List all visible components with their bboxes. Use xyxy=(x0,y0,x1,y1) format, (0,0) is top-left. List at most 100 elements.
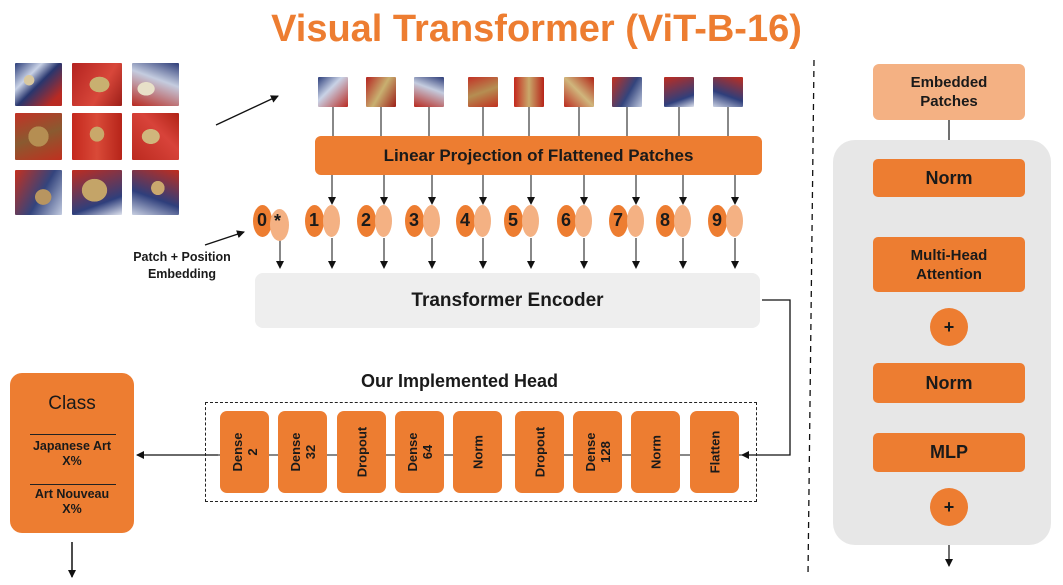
token-oval xyxy=(609,205,628,237)
diagram-title: Visual Transformer (ViT-B-16) xyxy=(271,8,802,50)
head-layer: Dropout xyxy=(515,411,564,493)
token-number: 3 xyxy=(408,210,419,230)
head-layer-line2: 64 xyxy=(419,444,435,460)
head-layer: Norm xyxy=(453,411,502,493)
image-patch xyxy=(15,63,62,106)
class-title: Class xyxy=(48,393,96,414)
token-oval xyxy=(708,205,727,237)
attention-line2: Attention xyxy=(916,265,982,283)
flattened-patch xyxy=(713,77,743,107)
head-layer-line1: Dropout xyxy=(532,426,547,478)
head-layer-label: Flatten xyxy=(707,431,722,474)
position-embedding-oval xyxy=(674,205,691,237)
head-layer-line2: 2 xyxy=(244,448,260,456)
position-embedding-oval xyxy=(323,205,340,237)
head-layer-line1: Dense xyxy=(582,432,598,472)
residual-add-2: + xyxy=(930,488,968,526)
flattened-patch xyxy=(664,77,694,107)
mlp-box: MLP xyxy=(873,433,1025,472)
flattened-patch xyxy=(468,77,498,107)
class-item-name: Japanese Art xyxy=(32,439,112,453)
head-layer-label: Dropout xyxy=(532,427,547,478)
head-layer-line1: Dense xyxy=(287,432,303,472)
flattened-patch xyxy=(612,77,642,107)
transformer-encoder-box: Transformer Encoder xyxy=(255,273,760,328)
position-embedding-oval xyxy=(627,205,644,237)
head-layer-line1: Norm xyxy=(470,435,485,469)
head-layer: Norm xyxy=(631,411,680,493)
multi-head-attention-box: Multi-Head Attention xyxy=(873,237,1025,292)
patch-position-line2: Embedding xyxy=(147,267,217,281)
norm-box-2: Norm xyxy=(873,363,1025,403)
token-oval xyxy=(253,205,272,237)
token-number: 1 xyxy=(308,210,319,230)
image-patch xyxy=(72,170,122,215)
class-token-star: * xyxy=(274,211,282,231)
image-patch xyxy=(132,63,179,106)
attention-line1: Multi-Head xyxy=(910,246,988,264)
image-patch xyxy=(15,113,62,160)
token-number: 0 xyxy=(256,210,267,230)
class-divider xyxy=(30,484,116,485)
embedded-line1: Embedded xyxy=(910,74,988,91)
token-oval xyxy=(656,205,675,237)
embedded-patches-box: Embedded Patches xyxy=(873,64,1025,120)
linear-projection-box: Linear Projection of Flattened Patches xyxy=(315,136,762,175)
head-layer-label: Dropout xyxy=(354,427,369,478)
head-layer-line2: 128 xyxy=(597,441,613,463)
token-number: 5 xyxy=(507,210,518,230)
class-divider xyxy=(30,434,116,435)
token-oval xyxy=(557,205,576,237)
image-patch xyxy=(15,170,62,215)
head-layer: Flatten xyxy=(690,411,739,493)
token-oval xyxy=(504,205,523,237)
position-embedding-oval xyxy=(522,205,539,237)
embedded-line2: Patches xyxy=(920,93,978,110)
position-embedding-oval xyxy=(423,205,440,237)
token-number: 9 xyxy=(711,210,722,230)
flattened-patch xyxy=(366,77,396,107)
token-oval xyxy=(405,205,424,237)
class-item-nouveau: Art Nouveau X% xyxy=(10,487,134,517)
image-patch xyxy=(132,170,179,215)
class-output-box: Class Japanese Art X% Art Nouveau X% xyxy=(10,373,134,533)
class-item-name: Art Nouveau xyxy=(34,487,110,501)
head-layer-line1: Dense xyxy=(229,432,245,472)
class-item-value: X% xyxy=(62,502,82,516)
class-token-marker xyxy=(270,209,289,241)
head-title: Our Implemented Head xyxy=(361,371,559,391)
head-layer-line1: Norm xyxy=(648,435,663,469)
flattened-patch xyxy=(514,77,544,107)
token-number: 2 xyxy=(360,210,371,230)
image-patch xyxy=(132,113,179,160)
class-item-japanese: Japanese Art X% xyxy=(10,439,134,469)
patch-position-line1: Patch + Position xyxy=(133,250,231,264)
norm-box-1: Norm xyxy=(873,159,1025,197)
head-layer: Dropout xyxy=(337,411,386,493)
implemented-head-box xyxy=(205,402,757,502)
patch-position-label: Patch + Position Embedding xyxy=(120,249,244,283)
image-patch xyxy=(72,63,122,106)
head-layer-line2: 32 xyxy=(302,444,318,460)
token-oval xyxy=(456,205,475,237)
head-layer-label: Norm xyxy=(648,435,663,469)
position-embedding-oval xyxy=(375,205,392,237)
head-layer-label: Norm xyxy=(470,435,485,469)
flattened-patch xyxy=(318,77,348,107)
image-patch xyxy=(72,113,122,160)
head-layer-line1: Dense xyxy=(404,432,420,472)
head-layer-line1: Flatten xyxy=(707,430,722,474)
position-embedding-oval xyxy=(575,205,592,237)
token-number: 4 xyxy=(459,210,470,230)
residual-add-1: + xyxy=(930,308,968,346)
head-layer-line1: Dropout xyxy=(354,426,369,478)
position-embedding-oval xyxy=(726,205,743,237)
